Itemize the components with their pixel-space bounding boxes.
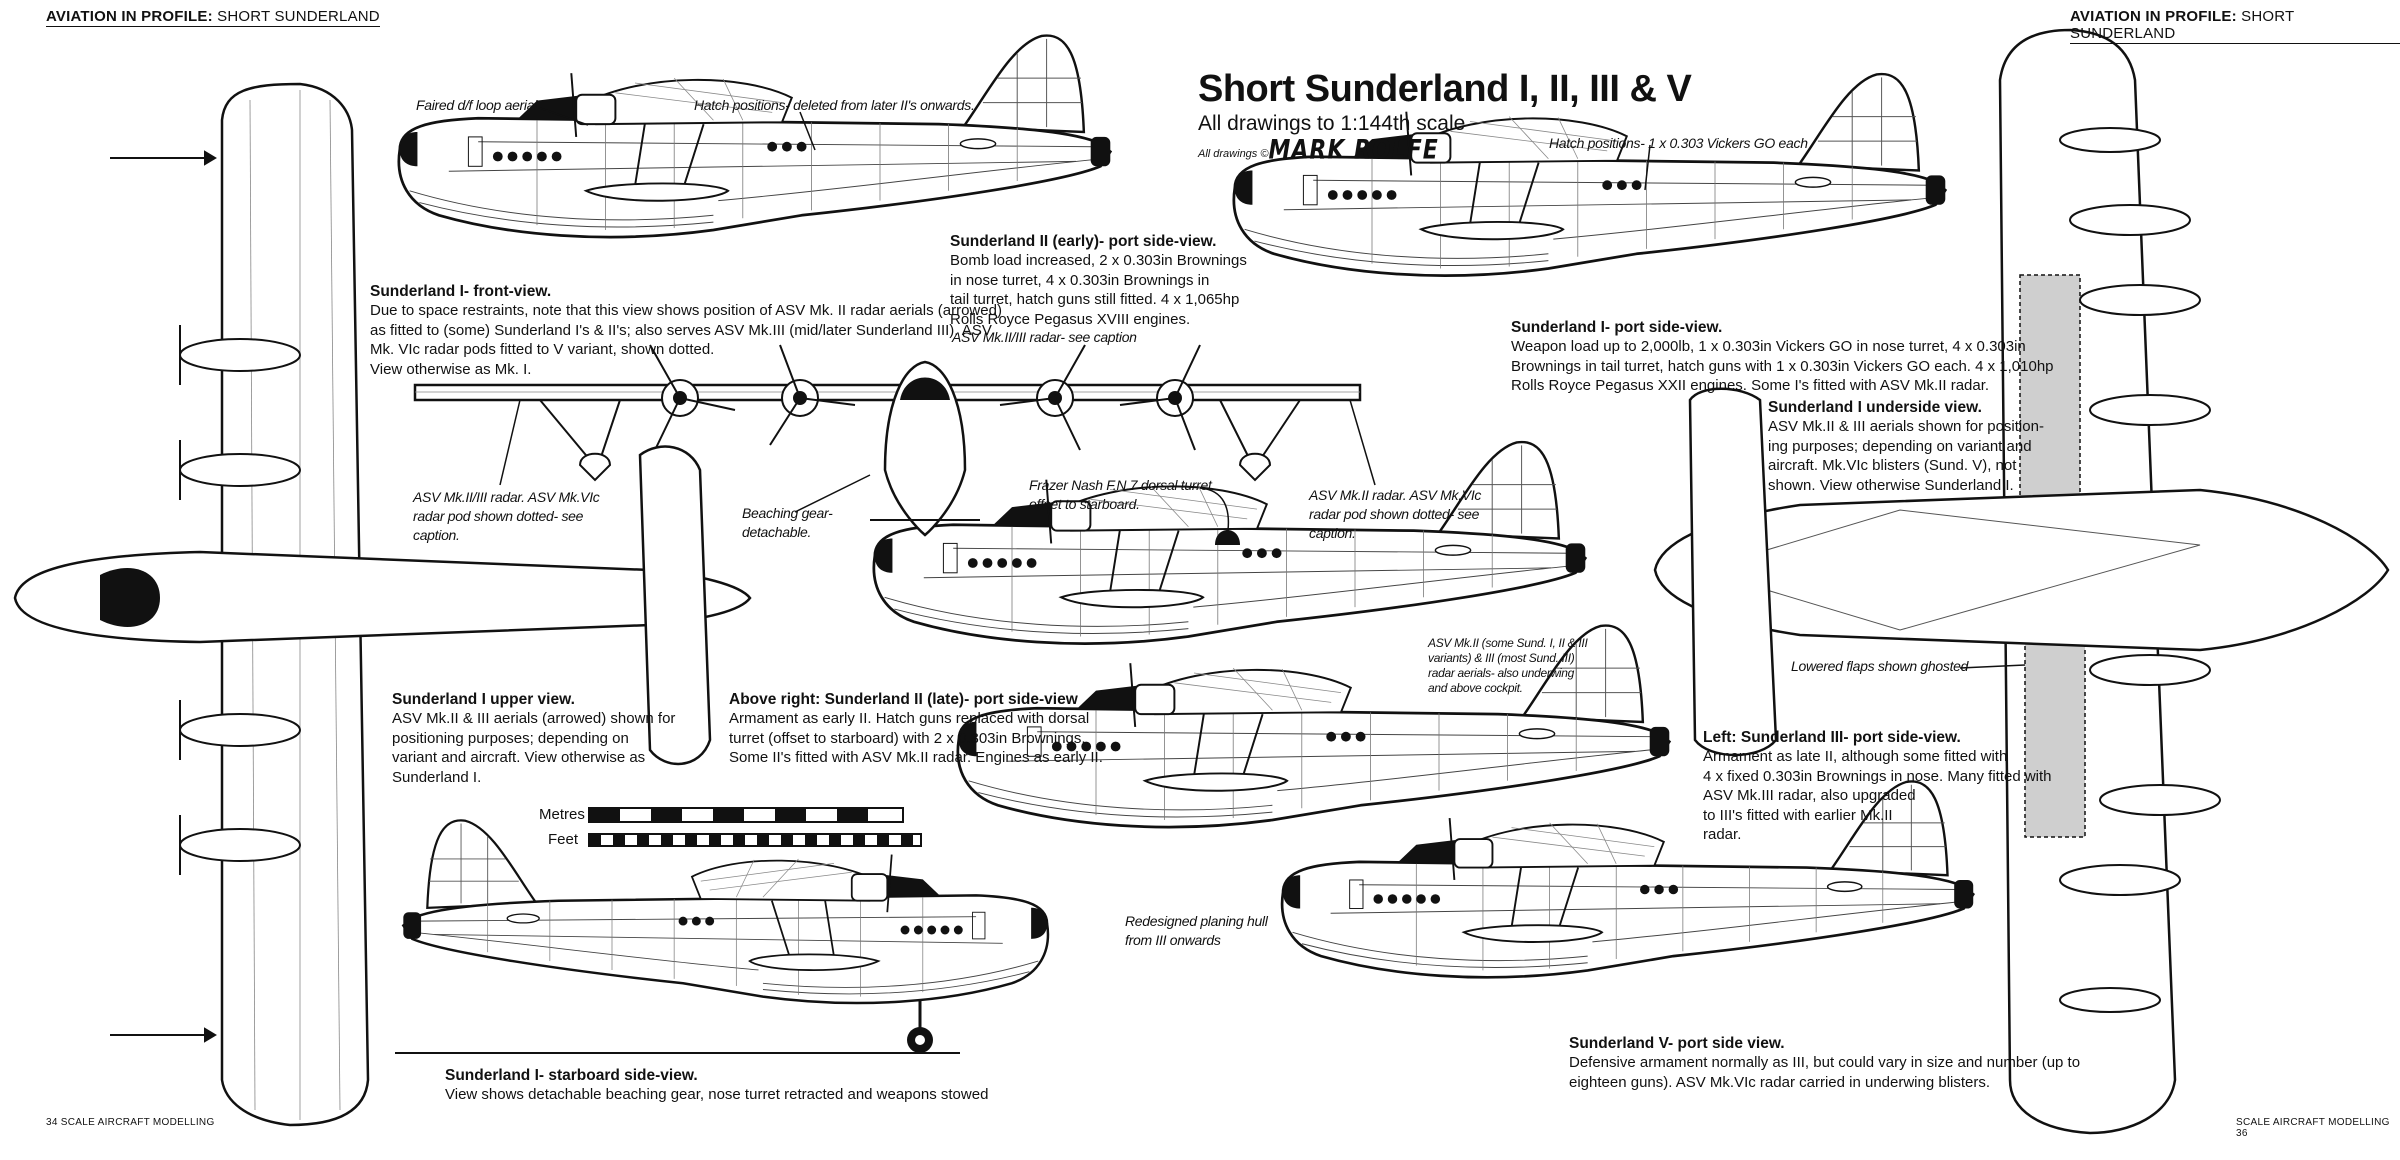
label-asv-see-caption: ASV Mk.II/III radar- see caption (952, 329, 1137, 345)
page-footer-left: 34 SCALE AIRCRAFT MODELLING (46, 1117, 215, 1128)
label-lowered-flaps: Lowered flaps shown ghosted (1791, 658, 1969, 674)
page-footer-right: SCALE AIRCRAFT MODELLING 36 (2236, 1117, 2390, 1139)
caption-title: Left: Sunderland III- port side-view. (1703, 729, 1961, 746)
caption-body: ASV Mk.II & III aerials shown for positi… (1768, 418, 2044, 494)
caption-underside: Sunderland I underside view. ASV Mk.II &… (1768, 398, 2044, 495)
label-hatch-vickers: Hatch positions- 1 x 0.303 Vickers GO ea… (1549, 135, 1808, 151)
page-header-right: Aviation in Profile: Short Sunderland (2070, 8, 2400, 44)
upper-plan-view (13, 82, 752, 1127)
caption-iii-port: Left: Sunderland III- port side-view. Ar… (1703, 728, 2052, 845)
caption-title: Sunderland I- port side-view. (1511, 319, 1723, 336)
label-planing-hull: Redesigned planing hull from III onwards (1125, 913, 1268, 948)
caption-title: Sunderland I upper view. (392, 691, 575, 708)
caption-body: Defensive armament normally as III, but … (1569, 1054, 2081, 1091)
caption-title: Above right: Sunderland II (late)- port … (729, 691, 1078, 708)
caption-front-view: Sunderland I- front-view. Due to space r… (370, 282, 1002, 379)
credit-text: All drawings © (1198, 148, 1269, 160)
header-topic: Short Sunderland (217, 8, 380, 25)
artist-logo: MARK ROLFE (1268, 135, 1439, 166)
ii-early-side-view (397, 34, 1112, 239)
label-asv-left: ASV Mk.II/III radar. ASV Mk.VIc radar po… (413, 489, 600, 543)
label-asv-right: ASV Mk.II radar. ASV Mk.VIc radar pod sh… (1309, 487, 1482, 541)
caption-upper: Sunderland I upper view. ASV Mk.II & III… (392, 690, 675, 787)
header-topic: Short Sunderland (2070, 8, 2295, 42)
underside-plan-view (1653, 28, 2390, 1135)
caption-body: Armament as late II, although some fitte… (1703, 748, 2052, 843)
page-title: Short Sunderland I, II, III & V (1198, 68, 1692, 110)
header-section: Aviation in Profile: (2070, 8, 2237, 25)
caption-body: View shows detachable beaching gear, nos… (445, 1086, 989, 1103)
label-hatch-deleted: Hatch positions- deleted from later II's… (694, 97, 975, 113)
caption-body: ASV Mk.II & III aerials (arrowed) shown … (392, 710, 676, 786)
caption-body: Bomb load increased, 2 x 0.303in Brownin… (950, 252, 1247, 328)
label-frazer-nash: Frazer Nash F.N.7 dorsal turret offset t… (1029, 477, 1212, 512)
page-subtitle: All drawings to 1:144th scale (1198, 112, 1466, 135)
scale-bars (588, 807, 922, 847)
caption-title: Sunderland I- front-view. (370, 283, 552, 300)
page-header-left: Aviation in Profile: Short Sunderland (46, 8, 380, 27)
leader-lines (499, 107, 2026, 669)
caption-ii-late: Above right: Sunderland II (late)- port … (729, 690, 1103, 768)
caption-title: Sunderland I underside view. (1768, 399, 1982, 416)
caption-v-port: Sunderland V- port side view. Defensive … (1569, 1034, 2080, 1092)
caption-ii-early: Sunderland II (early)- port side-view. B… (950, 232, 1247, 329)
front-view (413, 344, 1362, 537)
caption-body: Armament as early II. Hatch guns replace… (729, 710, 1103, 766)
label-beaching-gear: Beaching gear- detachable. (742, 505, 833, 540)
i-starboard-side-view (401, 818, 1050, 1005)
caption-body: Weapon load up to 2,000lb, 1 x 0.303in V… (1511, 338, 2054, 394)
scale-feet-label: Feet (548, 831, 579, 848)
caption-title: Sunderland I- starboard side-view. (445, 1067, 698, 1084)
caption-starboard: Sunderland I- starboard side-view. View … (445, 1066, 988, 1105)
artist-credit: All drawings ©MARK ROLFE (1198, 135, 1439, 166)
label-asv-aerials: ASV Mk.II (some Sund. I, II & III varian… (1428, 636, 1588, 695)
caption-title: Sunderland II (early)- port side-view. (950, 233, 1217, 250)
caption-body: Due to space restraints, note that this … (370, 302, 1002, 378)
caption-title: Sunderland V- port side view. (1569, 1035, 1785, 1052)
label-faired-loop: Faired d/f loop aerial. (416, 97, 541, 113)
caption-i-port: Sunderland I- port side-view. Weapon loa… (1511, 318, 2054, 396)
scale-metres-label: Metres (539, 806, 585, 823)
header-section: Aviation in Profile: (46, 8, 213, 25)
